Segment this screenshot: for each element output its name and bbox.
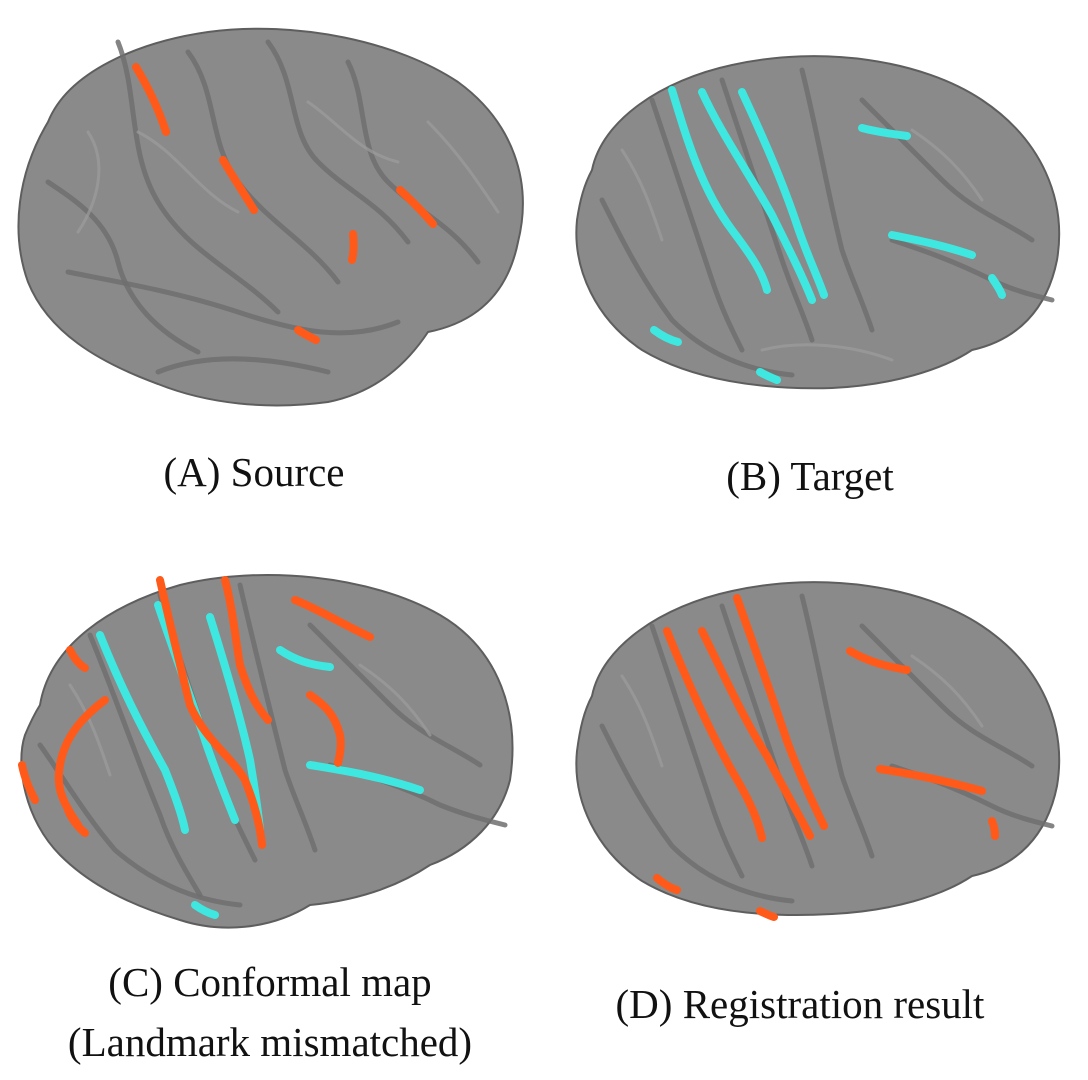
caption-c-line2: (Landmark mismatched) [67, 1019, 473, 1065]
panel-b-target [562, 40, 1067, 400]
target-landmark-c6 [191, 901, 219, 919]
registered-landmark-6 [653, 874, 681, 894]
registered-landmark-1 [663, 627, 766, 842]
brain-surface-source [17, 27, 524, 407]
panel-d-registration-result [562, 566, 1067, 936]
target-landmark-5 [888, 231, 976, 259]
registered-landmark-2 [698, 627, 814, 840]
target-landmark-8 [988, 274, 1006, 299]
registered-landmark-5 [876, 765, 986, 795]
source-landmark-c3 [291, 596, 374, 641]
registered-landmark-7 [756, 907, 778, 921]
source-landmark-3 [396, 186, 437, 228]
caption-d: (D) Registration result [615, 981, 985, 1027]
target-landmark-3 [738, 88, 828, 299]
source-landmark-c8 [66, 646, 89, 672]
source-landmark-c1 [156, 576, 266, 849]
panel-c-conformal-map [10, 565, 520, 935]
brain-surface-registration [575, 581, 1061, 921]
source-landmark-c7 [64, 806, 89, 837]
target-landmark-c5 [306, 761, 424, 794]
brain-surface-target [575, 55, 1061, 390]
registered-landmark-4 [846, 647, 911, 674]
target-landmark-4 [858, 124, 911, 140]
caption-b: (B) Target [726, 453, 894, 499]
target-landmark-6 [650, 326, 682, 346]
source-landmark-4 [348, 230, 358, 264]
target-landmark-c1 [96, 631, 189, 834]
brain-surface-conformal [18, 574, 514, 929]
source-landmark-c4 [306, 691, 345, 767]
source-landmark-5 [294, 326, 320, 344]
registered-landmark-3 [733, 594, 828, 830]
registered-landmark-8 [988, 817, 999, 840]
panel-a-source [8, 12, 528, 412]
source-landmark-c2 [221, 576, 272, 724]
caption-c-line1: (C) Conformal map [108, 959, 432, 1005]
target-landmark-1 [668, 86, 771, 294]
source-landmark-c6 [18, 761, 39, 804]
target-landmark-2 [698, 88, 816, 304]
target-landmark-7 [756, 368, 781, 384]
caption-a: (A) Source [163, 449, 345, 495]
target-landmark-c4 [276, 646, 334, 671]
source-landmark-2 [219, 156, 258, 214]
source-landmark-1 [132, 63, 170, 136]
